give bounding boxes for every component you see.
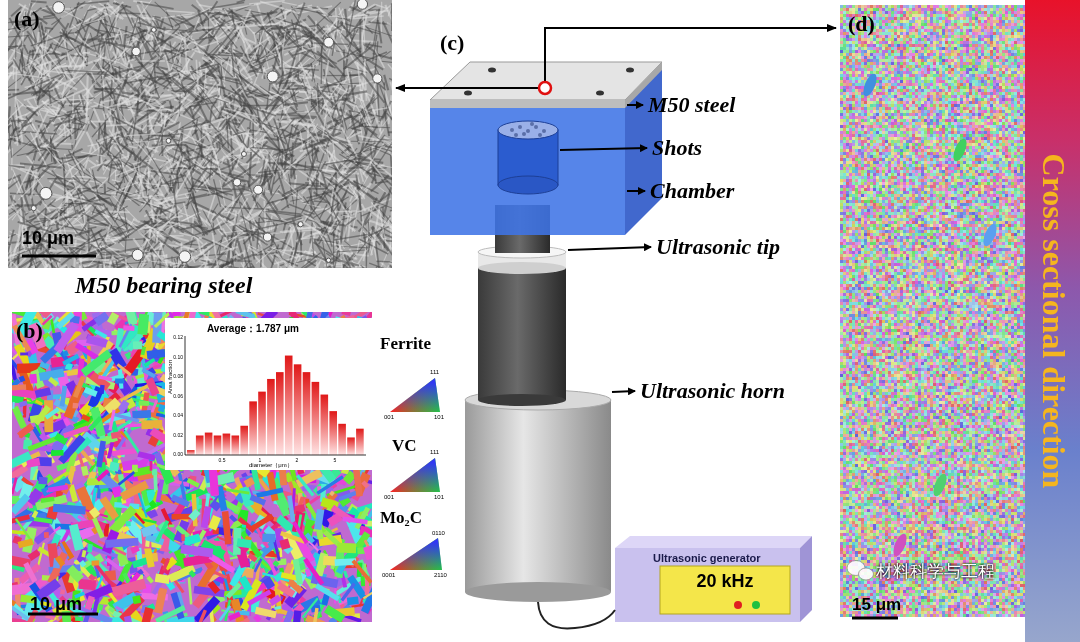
part-name: M50 steel: [648, 92, 735, 118]
cross-section-panel: (d) 15 μm: [840, 5, 1025, 617]
axis-tick: 0.02: [173, 432, 183, 438]
ipf-index: 0001: [382, 572, 395, 578]
sem-image: [8, 0, 392, 268]
histogram-bar: [329, 411, 337, 455]
ipf-index: 001: [384, 414, 394, 420]
ipf-index: 111: [430, 449, 439, 455]
ebsd-panel: (b) 10 μm Average：1.787 μm Area fraction dia…: [12, 312, 372, 622]
histogram-bar: [214, 436, 222, 456]
inset-ground: [165, 318, 372, 470]
ipf-index: 2110: [434, 572, 447, 578]
histogram-bar: [196, 436, 204, 456]
axis-tick: 0.12: [173, 334, 183, 340]
axis-tick: 0.10: [173, 354, 183, 360]
histogram-bar: [294, 364, 302, 455]
node-text: (b): [16, 318, 43, 344]
ipf-index: 001: [384, 494, 394, 500]
part-name: Ultrasonic horn: [640, 378, 785, 404]
axis-tick: 0.00: [173, 451, 183, 457]
node-text: diameter（μm）: [249, 461, 293, 470]
phase-name: Mo₂C: [380, 508, 422, 528]
histogram-bar: [312, 382, 320, 455]
watermark-icon: [847, 561, 874, 581]
axis-tick: 0.06: [173, 393, 183, 399]
scale-bar: [852, 617, 898, 620]
node-text: Area fraction: [167, 360, 173, 394]
scale-bar: [22, 255, 96, 258]
axis-tick: 2: [296, 457, 299, 463]
panel-letter: (c): [440, 30, 464, 56]
histogram-bar: [187, 450, 195, 455]
histogram-bar: [356, 429, 364, 455]
ipf-triangle: [390, 378, 442, 570]
histogram-bar: [267, 379, 275, 455]
node-text: 15 μm: [852, 595, 901, 615]
axis-tick: 0.5: [219, 457, 226, 463]
node-text: 20 kHz: [696, 571, 753, 592]
node-text: 10 μm: [30, 594, 82, 615]
ultrasonic-apparatus: [430, 62, 812, 628]
sem-panel: (a) 10 μm: [8, 0, 392, 268]
part-name: Ultrasonic tip: [656, 234, 780, 260]
node-text: Average：1.787 μm: [207, 322, 299, 336]
generator-box: Ultrasonic generator 20 kHz: [615, 548, 800, 622]
histogram-bar: [223, 434, 231, 455]
histogram-inset: Average：1.787 μm Area fraction diameter（μm…: [165, 318, 372, 470]
histogram-bar: [258, 392, 266, 455]
axis-tick: 1: [259, 457, 262, 463]
node-text: Ultrasonic generator: [653, 552, 761, 564]
histogram-bar: [205, 433, 213, 455]
histogram-bar: [232, 436, 240, 456]
node-text: 10 μm: [22, 228, 74, 249]
ipf-index: 111: [430, 369, 439, 375]
histogram-bar: [240, 426, 248, 455]
node-text: (a): [14, 6, 40, 32]
ipf-index: 0110: [432, 530, 445, 536]
sampling-arrows: [396, 28, 836, 94]
axis-tick: 0.08: [173, 373, 183, 379]
phase-name: VC: [392, 436, 417, 456]
leader-arrows: [560, 105, 651, 392]
histogram-bar: [338, 424, 346, 455]
phase-name: Ferrite: [380, 334, 431, 354]
histogram-bar: [249, 401, 257, 455]
ipf-index: 101: [434, 494, 444, 500]
part-name: Shots: [652, 135, 702, 161]
axis-tick: 5: [334, 457, 337, 463]
histogram-bars: [187, 356, 364, 455]
direction-bar: Cross sectional direction: [1025, 0, 1080, 642]
histogram-bar: [347, 437, 355, 455]
ebsd-cross-section: [840, 5, 1025, 617]
ipf-index: 101: [434, 414, 444, 420]
part-name: Chamber: [650, 178, 734, 204]
histogram-bar: [321, 395, 329, 455]
watermark: 材料科学与工程: [876, 560, 995, 583]
axis-tick: 0.04: [173, 412, 183, 418]
node-text: (d): [848, 11, 875, 37]
part-title: M50 bearing steel: [75, 272, 252, 299]
histogram-bar: [285, 356, 293, 455]
node-text: Cross sectional direction: [1034, 154, 1071, 489]
histogram-bar: [303, 372, 311, 455]
histogram-bar: [276, 372, 284, 455]
